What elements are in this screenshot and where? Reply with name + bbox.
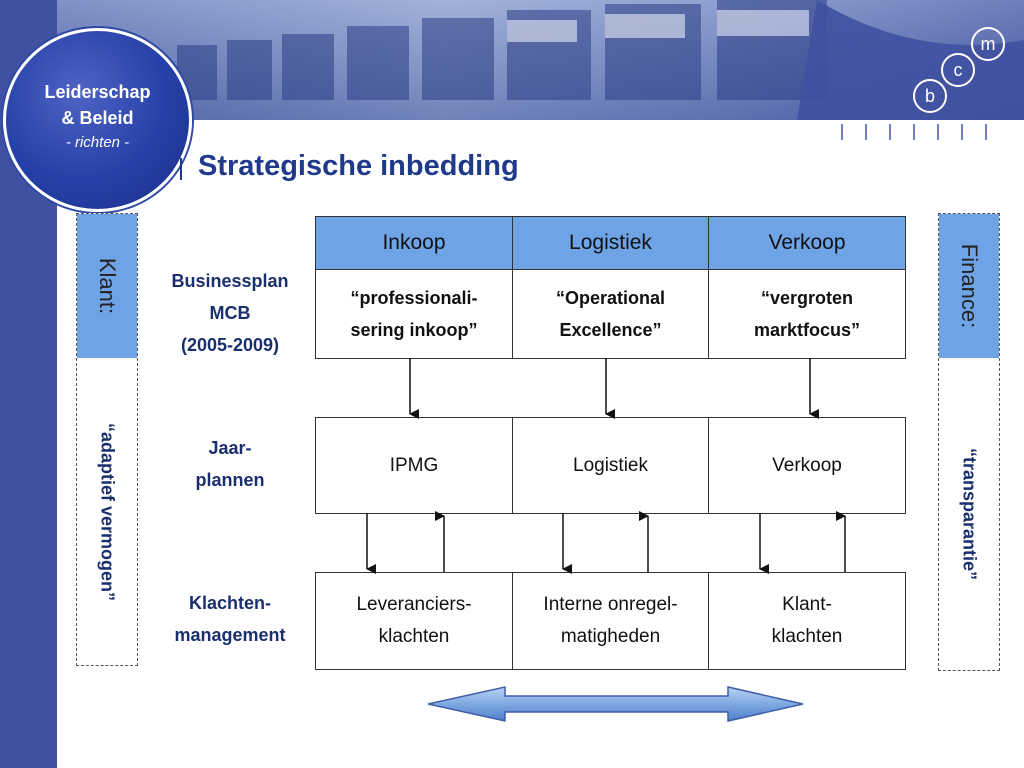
cell-ipmg: IPMG: [316, 418, 513, 513]
row-label-klachten: Klachten- management: [150, 587, 310, 651]
quote-logistiek-line-1: “Operational: [555, 288, 666, 308]
quote-cell-logistiek: “Operational Excellence”: [513, 270, 709, 358]
badge-line-1: Leiderschap: [44, 82, 151, 102]
businessplan-line-2: MCB: [209, 303, 251, 323]
logo-letter-c: c: [954, 60, 963, 80]
row-label-businessplan: Businessplan MCB (2005-2009): [150, 265, 310, 361]
quote-logistiek-line-2: Excellence”: [559, 320, 662, 340]
cell-klant-klachten: Klant- klachten: [709, 573, 905, 669]
section-badge: Leiderschap & Beleid - richten -: [3, 28, 192, 212]
quote-inkoop-line-1: “professionali-: [350, 288, 478, 308]
left-panel-header: Klant:: [77, 214, 137, 358]
header-cell-inkoop: Inkoop: [316, 217, 513, 270]
jaarplannen-table: IPMG Logistiek Verkoop: [315, 417, 906, 514]
jaarplannen-line-1: Jaar-: [208, 438, 252, 458]
klachten-line-1: Klachten-: [188, 593, 271, 613]
klachten-table: Leveranciers- klachten Interne onregel- …: [315, 572, 906, 670]
klant-line-1: Klant-: [782, 594, 832, 615]
cell-interne-onregelmatigheden: Interne onregel- matigheden: [513, 573, 709, 669]
double-arrow: [427, 686, 804, 722]
page-title: Strategische inbedding: [198, 150, 519, 182]
badge-line-3: - richten -: [65, 134, 130, 151]
header-cell-verkoop: Verkoop: [709, 217, 905, 270]
row-label-jaarplannen: Jaar- plannen: [150, 432, 310, 496]
businessplan-table: Inkoop Logistiek Verkoop “professionali-…: [315, 216, 906, 359]
cell-leveranciers-klachten: Leveranciers- klachten: [316, 573, 513, 669]
badge-line-2: & Beleid: [61, 108, 134, 128]
businessplan-line-3: (2005-2009): [180, 335, 280, 355]
klant-line-2: klachten: [771, 626, 843, 647]
left-side-panel: Klant: “adaptief vermogen”: [76, 213, 138, 666]
trucks-photo: [57, 0, 1024, 120]
logo-letter-b: b: [925, 86, 935, 106]
quote-inkoop-line-2: sering inkoop”: [350, 320, 478, 340]
right-side-panel: Finance: “transparantie”: [938, 213, 1000, 671]
businessplan-line-1: Businessplan: [171, 271, 289, 291]
logo-letter-m: m: [981, 34, 996, 54]
jaarplannen-line-2: plannen: [195, 470, 265, 490]
leveranciers-line-1: Leveranciers-: [356, 594, 472, 615]
interne-line-2: matigheden: [560, 626, 661, 647]
leveranciers-line-2: klachten: [378, 626, 450, 647]
quote-cell-inkoop: “professionali- sering inkoop”: [316, 270, 513, 358]
cell-verkoop-plan: Verkoop: [772, 454, 842, 476]
header-tick-marks: [841, 124, 987, 140]
header-cell-logistiek: Logistiek: [513, 217, 709, 270]
header-photo-band: [57, 0, 1024, 120]
quote-cell-verkoop: “vergroten marktfocus”: [709, 270, 905, 358]
quote-verkoop-line-2: marktfocus”: [753, 320, 861, 340]
klachten-line-2: management: [174, 625, 286, 645]
title-divider: [180, 158, 182, 180]
right-panel-header: Finance:: [939, 214, 999, 358]
cell-logistiek-plan: Logistiek: [513, 418, 709, 513]
interne-line-1: Interne onregel-: [543, 594, 678, 615]
quote-verkoop-line-1: “vergroten: [760, 288, 854, 308]
mcb-logo: m c b: [913, 27, 1005, 113]
